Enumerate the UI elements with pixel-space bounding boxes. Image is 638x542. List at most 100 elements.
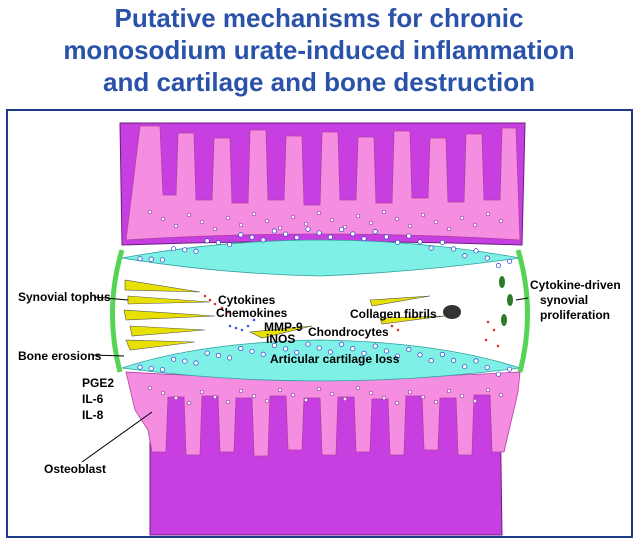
label-cytokine-driven: Cytokine-driven — [530, 278, 621, 292]
cartilage-cell — [227, 242, 233, 248]
marrow-cell — [264, 218, 270, 224]
cartilage-cell — [283, 231, 289, 237]
marrow-cell — [368, 220, 374, 226]
marrow-cell — [238, 388, 244, 394]
cartilage-cell — [507, 258, 513, 264]
cartilage-cell — [327, 234, 333, 240]
marrow-cell — [485, 211, 491, 217]
label-synovial: synovial — [540, 293, 589, 307]
marrow-cell — [459, 393, 465, 399]
cartilage-cell — [148, 365, 154, 371]
label-cytokines: Cytokines — [218, 293, 276, 307]
marrow-cell — [316, 210, 322, 216]
upper-cartilage — [121, 239, 521, 277]
marrow-cell — [407, 223, 413, 229]
cartilage-cell — [193, 248, 199, 254]
cartilage-cell — [473, 248, 479, 254]
label-collagen-fibrils: Collagen fibrils — [350, 307, 437, 321]
title-line-2: monosodium urate-induced inflammation — [63, 35, 575, 65]
cartilage-cell — [428, 245, 434, 251]
cartilage-cell — [339, 226, 345, 232]
marrow-cell — [472, 222, 478, 228]
marrow-cell — [381, 395, 387, 401]
cartilage-cell — [215, 240, 221, 246]
marrow-cell — [355, 385, 361, 391]
synovium-right — [515, 249, 530, 373]
marrow-cell — [433, 399, 439, 405]
label-il6: IL-6 — [82, 392, 104, 406]
label-inos: iNOS — [266, 332, 296, 346]
joint-space — [118, 244, 522, 379]
marrow-cell — [433, 219, 439, 225]
cartilage-cell — [204, 238, 210, 244]
marrow-cell — [186, 212, 192, 218]
cartilage-cell — [260, 237, 266, 243]
cartilage-cell — [395, 353, 401, 359]
cartilage-cell — [271, 342, 277, 349]
cartilage-cell — [227, 355, 233, 361]
marrow-cell — [147, 385, 153, 391]
label-proliferation: proliferation — [540, 308, 611, 322]
marrow-cell — [225, 399, 231, 405]
marrow-cell — [498, 218, 504, 224]
cartilage-cell — [182, 247, 188, 253]
label-il8: IL-8 — [82, 408, 104, 422]
label-pge2: PGE2 — [82, 376, 115, 390]
pointer-lines — [81, 296, 529, 463]
cartilage-cell — [361, 236, 367, 242]
marrow-cell — [264, 398, 270, 404]
marrow-cell — [251, 211, 257, 217]
marrow-cell — [160, 216, 166, 222]
marrow-cell — [212, 226, 218, 232]
marrow-cell — [446, 388, 452, 394]
marrow-cell — [199, 389, 205, 395]
marrow-cell — [394, 400, 400, 406]
cartilage-cell — [305, 226, 311, 232]
marrow-cell — [238, 222, 244, 228]
marrow-cell — [277, 225, 283, 231]
cartilage-cell — [137, 364, 143, 370]
marrow-cell — [290, 214, 296, 220]
cartilage-cell — [428, 358, 434, 364]
cartilage-cell — [215, 352, 221, 358]
synovial-cell-1 — [499, 276, 505, 288]
cartilage-cell — [439, 239, 445, 245]
cartilage-cell — [361, 350, 367, 356]
marrow-cell — [329, 217, 335, 223]
diagram-title: Putative mechanisms for chronic monosodi… — [0, 2, 638, 98]
chondrocyte-cell — [443, 305, 461, 319]
cartilage-cell — [238, 232, 244, 238]
cartilage-cell — [417, 352, 423, 358]
marrow-cell — [160, 390, 166, 396]
marrow-cell — [381, 209, 387, 215]
cartilage-cell — [171, 246, 177, 252]
cartilage-cell — [383, 348, 389, 354]
cartilage-cell — [339, 341, 345, 347]
cartilage-cell — [249, 234, 255, 240]
cartilage-cell — [495, 371, 501, 377]
cartilage-cell — [238, 345, 244, 352]
cartilage-cell — [417, 239, 423, 245]
marrow-cell — [173, 223, 179, 229]
signal-dots-blue — [228, 318, 256, 332]
cartilage-cell — [495, 263, 501, 269]
synovial-cell-3 — [501, 314, 507, 326]
cartilage-cell — [406, 346, 412, 353]
cartilage-cell — [271, 228, 277, 234]
cartilage-cell — [294, 349, 300, 355]
cartilage-cell — [148, 256, 154, 262]
marrow-cell — [316, 386, 322, 392]
cartilage-cell — [372, 343, 378, 349]
label-bone-erosions: Bone erosions — [18, 349, 102, 363]
marrow-cell — [498, 392, 504, 398]
marrow-cell — [186, 400, 192, 406]
marrow-cell — [472, 398, 478, 404]
cartilage-cell — [316, 230, 322, 236]
label-chondrocytes: Chondrocytes — [308, 325, 389, 339]
marrow-cell — [459, 215, 465, 221]
label-osteoblast: Osteoblast — [44, 462, 107, 476]
cartilage-cell — [350, 346, 356, 352]
cartilage-cell — [451, 246, 457, 252]
cartilage-cell — [249, 348, 255, 354]
